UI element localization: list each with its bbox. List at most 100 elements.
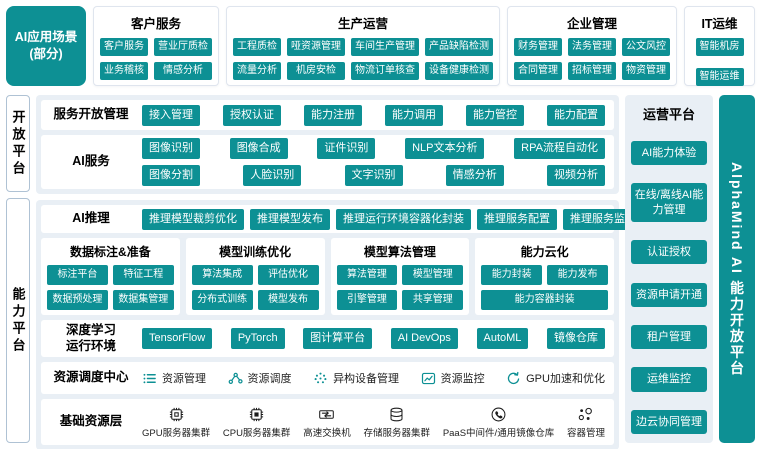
capability-chip: 图像分割 bbox=[142, 165, 200, 186]
capability-chip: 能力容器封装 bbox=[481, 290, 608, 310]
nodes-icon bbox=[228, 371, 243, 386]
scenario-chip: 智能机房 bbox=[695, 38, 744, 56]
capability-chip: 推理模型裁剪优化 bbox=[142, 208, 244, 230]
scenario-chip: 公文风控 bbox=[622, 38, 670, 56]
capability-platform-side-label: 能力平台 bbox=[6, 198, 30, 443]
base-layer-items: GPU服务器集群 CPU服务器集群 高速交换机 存储服务器集群 bbox=[142, 406, 605, 439]
row-label: 深度学习 运行环境 bbox=[50, 323, 132, 354]
scenario-chip: 机房安检 bbox=[287, 62, 345, 80]
scenario-chip: 智能运维 bbox=[695, 68, 744, 86]
resource-center-items: 资源管理 资源调度 异构设备管理 资源监控 bbox=[142, 370, 605, 386]
scenario-chip: 招标管理 bbox=[568, 62, 616, 80]
storage-icon bbox=[388, 406, 405, 423]
capability-chip: 文字识别 bbox=[344, 165, 403, 186]
container-icon bbox=[577, 406, 594, 423]
sub-box-items: 算法集成评估优化分布式训练模型发布 bbox=[191, 265, 319, 310]
base-layer-item: 高速交换机 bbox=[303, 406, 351, 439]
group-title: 企业管理 bbox=[566, 17, 617, 31]
base-item-label: GPU服务器集群 bbox=[142, 427, 211, 439]
resource-item-label: 异构设备管理 bbox=[333, 373, 400, 386]
capability-chip: 人脸识别 bbox=[243, 165, 302, 186]
scenario-chip: 车间生产管理 bbox=[351, 38, 419, 56]
capability-chip: 推理服务配置 bbox=[477, 208, 557, 230]
open-platform-panel: 服务开放管理 接入管理授权认证能力注册能力调用能力管控能力配置 AI服务 图像识… bbox=[36, 95, 619, 194]
gpu-accel-icon bbox=[506, 371, 521, 386]
scenario-chip: 哑资源管理 bbox=[287, 38, 345, 56]
scenario-chip: 财务管理 bbox=[514, 38, 562, 56]
scenario-label-line1: AI应用场景 bbox=[14, 29, 78, 44]
brand-bar: AlphaMind AI 能力开放平台 bbox=[719, 95, 755, 443]
operations-platform-title: 运营平台 bbox=[642, 107, 695, 122]
resource-center-item: 资源调度 bbox=[228, 370, 292, 386]
capability-chip: 能力调用 bbox=[385, 104, 443, 126]
scenario-group-enterprise-management: 企业管理 财务管理法务管理公文风控合同管理招标管理物资管理 bbox=[507, 6, 677, 86]
sub-box-capability-cloud: 能力云化 能力封装能力发布能力容器封装 bbox=[475, 238, 614, 315]
resource-center-item: 资源管理 bbox=[142, 370, 206, 386]
capability-chip: 引擎管理 bbox=[336, 290, 398, 310]
base-layer-row: 基础资源层 GPU服务器集群 CPU服务器集群 高速交换机 bbox=[41, 399, 614, 446]
capability-chip: TensorFlow bbox=[142, 328, 213, 350]
capability-chip: 特征工程 bbox=[112, 265, 174, 285]
scenario-chip: 合同管理 bbox=[514, 62, 562, 80]
resource-center-item: 异构设备管理 bbox=[313, 370, 399, 386]
capability-chip: 推理模型发布 bbox=[250, 208, 330, 230]
dots-icon bbox=[313, 371, 328, 386]
capability-chip: 分布式训练 bbox=[191, 290, 253, 310]
sub-box-title: 模型算法管理 bbox=[363, 245, 436, 259]
capability-chip: 推理服务监控 bbox=[563, 208, 643, 230]
group-title: IT运维 bbox=[701, 17, 738, 31]
capability-chip: 能力配置 bbox=[547, 104, 605, 126]
capability-chip: 模型发布 bbox=[257, 290, 319, 310]
side-labels: 开放平台 能力平台 bbox=[6, 95, 30, 443]
scenario-chip: 物资管理 bbox=[622, 62, 670, 80]
base-item-label: 高速交换机 bbox=[303, 427, 351, 439]
sub-box-title: 模型训练优化 bbox=[219, 245, 292, 259]
brand-bar-label: AlphaMind AI 能力开放平台 bbox=[729, 161, 745, 377]
operations-item: 运维监控 bbox=[631, 367, 707, 392]
capability-chip: 图像合成 bbox=[229, 138, 288, 159]
row-label: AI推理 bbox=[72, 211, 110, 226]
capability-chip: 图计算平台 bbox=[303, 328, 373, 350]
group-items: 智能机房智能运维 bbox=[695, 38, 744, 86]
resource-item-label: 资源监控 bbox=[440, 373, 485, 386]
sub-box-title: 数据标注&准备 bbox=[70, 245, 151, 259]
scenario-group-it-ops: IT运维 智能机房智能运维 bbox=[684, 6, 755, 86]
capability-chip: 共享管理 bbox=[402, 290, 464, 310]
capability-chip: 能力管控 bbox=[466, 104, 524, 126]
capability-platform-panel: AI推理 推理模型裁剪优化推理模型发布推理运行环境容器化封装推理服务配置推理服务… bbox=[36, 200, 643, 449]
base-layer-item: CPU服务器集群 bbox=[223, 406, 290, 439]
chart-icon bbox=[421, 371, 436, 386]
sub-box-items: 标注平台特征工程数据预处理数据集管理 bbox=[47, 265, 174, 310]
resource-item-label: 资源管理 bbox=[162, 373, 206, 386]
row-label: 资源调度中心 bbox=[53, 370, 129, 385]
row-label: AI服务 bbox=[72, 154, 110, 169]
scenario-chip: 物流订单核查 bbox=[351, 62, 419, 80]
capability-chip: 证件识别 bbox=[317, 138, 376, 159]
capability-chip: 模型管理 bbox=[402, 265, 464, 285]
resource-center-item: 资源监控 bbox=[421, 370, 485, 386]
ai-services-row2: 图像分割人脸识别文字识别情感分析视频分析 bbox=[142, 165, 605, 186]
base-layer-item: 容器管理 bbox=[567, 406, 605, 439]
resource-item-label: GPU加速和优化 bbox=[526, 373, 605, 386]
scenario-section: AI应用场景 (部分) 客户服务 客户服务营业厅质检业务稽核情感分析 生产运营 … bbox=[6, 6, 755, 86]
capability-sub-boxes: 数据标注&准备 标注平台特征工程数据预处理数据集管理 模型训练优化 算法集成评估… bbox=[41, 238, 614, 315]
switch-icon bbox=[318, 406, 335, 423]
group-items: 财务管理法务管理公文风控合同管理招标管理物资管理 bbox=[514, 38, 670, 80]
scenario-chip: 情感分析 bbox=[154, 62, 212, 80]
row-label: 基础资源层 bbox=[59, 414, 123, 429]
open-platform-side-label: 开放平台 bbox=[6, 95, 30, 192]
capability-chip: 标注平台 bbox=[47, 265, 108, 285]
ai-inference-row: AI推理 推理模型裁剪优化推理模型发布推理运行环境容器化封装推理服务配置推理服务… bbox=[41, 205, 643, 233]
capability-chip: 能力封装 bbox=[481, 265, 543, 285]
base-layer-item: GPU服务器集群 bbox=[142, 406, 210, 439]
operations-item: 边云协同管理 bbox=[631, 409, 707, 434]
scenario-chip: 产品缺陷检测 bbox=[425, 38, 493, 56]
base-item-label: 存储服务器集群 bbox=[363, 427, 431, 439]
operations-item: 在线/离线AI能力管理 bbox=[631, 183, 707, 223]
capability-chip: 算法集成 bbox=[191, 265, 253, 285]
scenario-chip: 业务稽核 bbox=[100, 62, 148, 80]
